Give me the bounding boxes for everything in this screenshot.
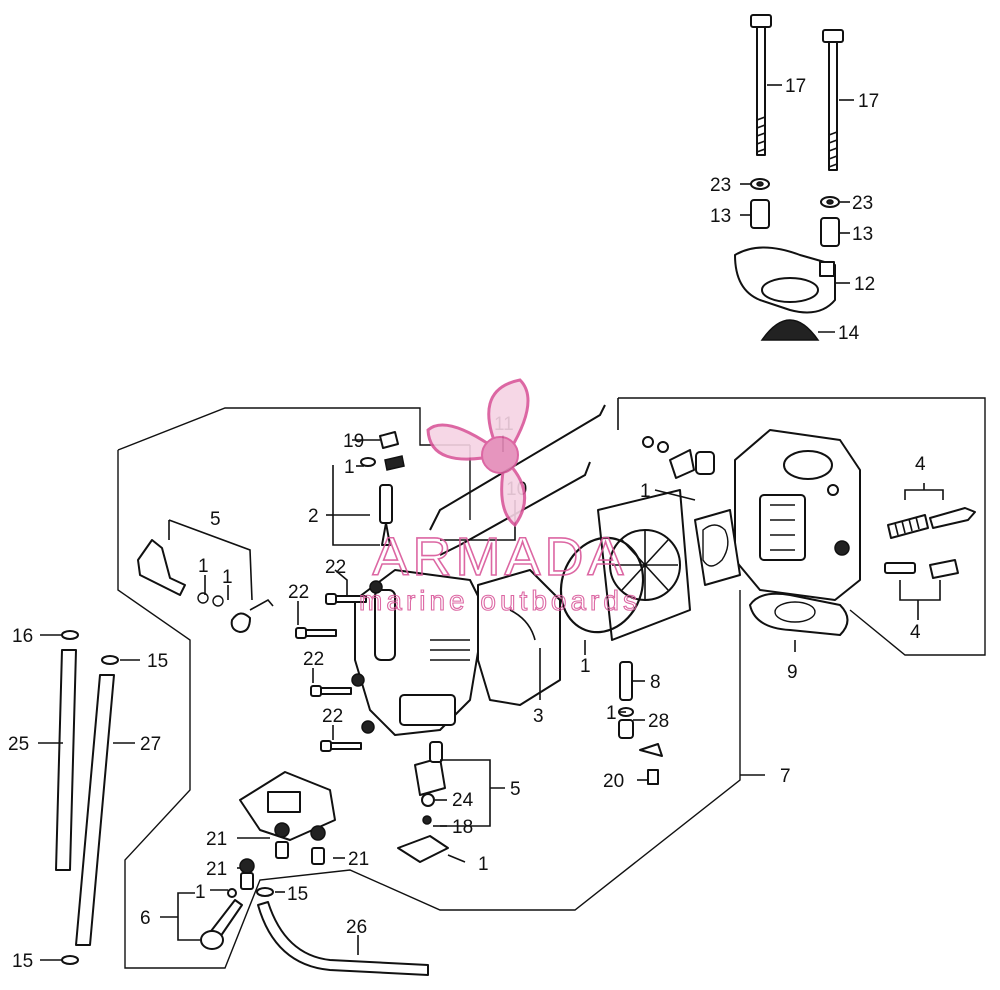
primer-bracket (200, 771, 336, 950)
fuel-hose-bottom (257, 901, 429, 976)
label-18: 18 (452, 817, 473, 838)
hose-clip-15a (101, 655, 119, 665)
label-21-c: 21 (206, 859, 227, 880)
label-15-top: 15 (147, 651, 168, 672)
label-4-bottom: 4 (910, 622, 921, 643)
label-5-fitting: 5 (510, 779, 521, 800)
label-22-d: 22 (322, 706, 343, 727)
needle-valve-assembly (360, 431, 405, 546)
label-15-left: 15 (12, 951, 33, 972)
label-17b: 17 (858, 91, 879, 112)
label-9: 9 (787, 662, 798, 683)
label-13b: 13 (852, 224, 873, 245)
label-1-primer: 1 (195, 882, 206, 903)
jet-group (618, 661, 663, 785)
propeller-logo (426, 378, 530, 528)
label-22-b: 22 (288, 582, 309, 603)
watermark: ARMADA marine outboards (358, 378, 641, 617)
screws-22 (295, 580, 383, 752)
small-washer-b (657, 441, 669, 453)
label-21-a: 21 (206, 829, 227, 850)
flange-gasket (749, 592, 849, 636)
collar-left (750, 199, 770, 229)
label-13a: 13 (710, 206, 731, 227)
label-19: 19 (343, 431, 364, 452)
main-assembly-outline (117, 397, 986, 969)
label-7: 7 (780, 766, 791, 787)
label-6: 6 (140, 908, 151, 929)
body-gasket (694, 509, 741, 586)
label-27: 27 (140, 734, 161, 755)
hose-clip-16 (61, 630, 79, 640)
label-8: 8 (650, 672, 661, 693)
label-21-b: 21 (348, 849, 369, 870)
carburetor-body (734, 429, 861, 601)
label-1-gasket: 1 (478, 854, 489, 875)
fuel-fitting (414, 741, 446, 825)
label-14: 14 (838, 323, 860, 344)
small-washer-a (642, 436, 654, 448)
label-3: 3 (533, 706, 544, 727)
label-2: 2 (308, 506, 319, 527)
label-28: 28 (648, 711, 669, 732)
label-23a: 23 (710, 175, 731, 196)
flame-arrester-screen (760, 319, 820, 341)
fuel-hose-left (55, 649, 77, 871)
small-gasket (397, 835, 449, 863)
label-1-choke-b: 1 (222, 567, 233, 588)
label-15-bottom: 15 (287, 884, 308, 905)
label-22-a: 22 (325, 557, 346, 578)
watermark-tagline: marine outboards (359, 585, 641, 616)
label-5-choke: 5 (210, 509, 221, 530)
label-12: 12 (854, 274, 875, 295)
label-17a: 17 (785, 76, 806, 97)
label-1-jet: 1 (606, 703, 617, 724)
intake-silencer (734, 246, 836, 314)
callout-labels: 17 17 23 23 13 13 12 14 19 1 2 11 10 1 5… (8, 76, 926, 972)
label-1-plate: 1 (640, 481, 651, 502)
hose-clip-15b (61, 955, 79, 965)
label-22-c: 22 (303, 649, 324, 670)
label-26: 26 (346, 917, 367, 938)
label-23b: 23 (852, 193, 873, 214)
o-ring (559, 536, 645, 634)
label-25: 25 (8, 734, 29, 755)
watermark-brand: ARMADA (372, 527, 627, 587)
label-1-needle: 1 (344, 457, 355, 478)
hose-clip-15c (256, 887, 274, 897)
label-1-oring: 1 (580, 656, 591, 677)
label-1-choke-a: 1 (198, 556, 209, 577)
throttle-plate (597, 489, 691, 641)
label-16: 16 (12, 626, 33, 647)
small-bushing (695, 451, 715, 475)
label-20: 20 (603, 771, 624, 792)
fuel-hose-right (75, 674, 115, 946)
choke-lever (137, 539, 274, 633)
long-bolt-left (750, 14, 772, 156)
label-4-top: 4 (915, 454, 926, 475)
link-clip (669, 449, 695, 479)
idle-screw-group (884, 507, 976, 579)
label-24: 24 (452, 790, 474, 811)
collar-right (820, 217, 840, 247)
long-bolt-right (822, 29, 844, 171)
